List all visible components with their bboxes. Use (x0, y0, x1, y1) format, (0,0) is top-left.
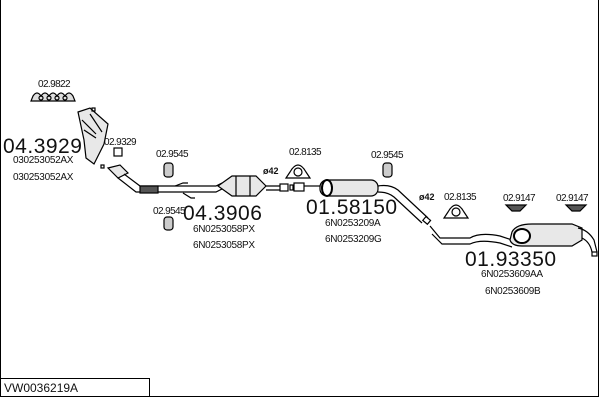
oem-number: 6N0253609B (485, 286, 541, 297)
oem-number: 030253052AX (13, 155, 74, 166)
diameter-label: ø42 (419, 192, 435, 202)
part-number-gasket-manifold[interactable]: 02.9822 (38, 79, 71, 90)
part-number-catalytic-converter[interactable]: 04.3906 (183, 202, 263, 225)
oem-number: 6N0253058PX (193, 240, 255, 251)
part-number-clamp[interactable]: 02.8135 (289, 147, 322, 158)
rubber-hanger-icon (163, 162, 588, 231)
part-number-rear-muffler[interactable]: 01.93350 (465, 248, 557, 271)
middle-muffler-icon (304, 179, 513, 248)
rear-muffler-icon (509, 223, 598, 257)
part-number-hanger[interactable]: 02.9147 (503, 193, 536, 204)
clamp-icon (284, 164, 470, 219)
part-number-hanger[interactable]: 02.9545 (156, 149, 189, 160)
exhaust-manifold-icon (77, 107, 109, 165)
part-number-hanger[interactable]: 02.9545 (371, 150, 404, 161)
flange-gasket-icon (113, 147, 123, 157)
oem-number: 6N0253609AA (481, 269, 543, 280)
part-number-gasket-flange[interactable]: 02.9329 (104, 137, 137, 148)
diagram-title: VW0036219A (0, 378, 150, 397)
oem-number: 030253052AX (13, 172, 74, 183)
part-number-manifold[interactable]: 04.3929 (3, 135, 83, 158)
oem-number: 6N0253209G (325, 234, 382, 245)
oem-number: 6N0253209A (325, 218, 381, 229)
manifold-gasket-icon (30, 92, 76, 102)
part-number-hanger[interactable]: 02.9147 (556, 193, 589, 204)
front-pipe-icon (106, 164, 305, 199)
bolt-icon (100, 164, 105, 169)
oem-number: 6N0253058PX (193, 224, 255, 235)
diameter-label: ø42 (263, 166, 279, 176)
part-number-middle-muffler[interactable]: 01.58150 (306, 196, 398, 219)
part-number-hanger[interactable]: 02.9545 (153, 206, 186, 217)
part-number-clamp[interactable]: 02.8135 (444, 192, 477, 203)
